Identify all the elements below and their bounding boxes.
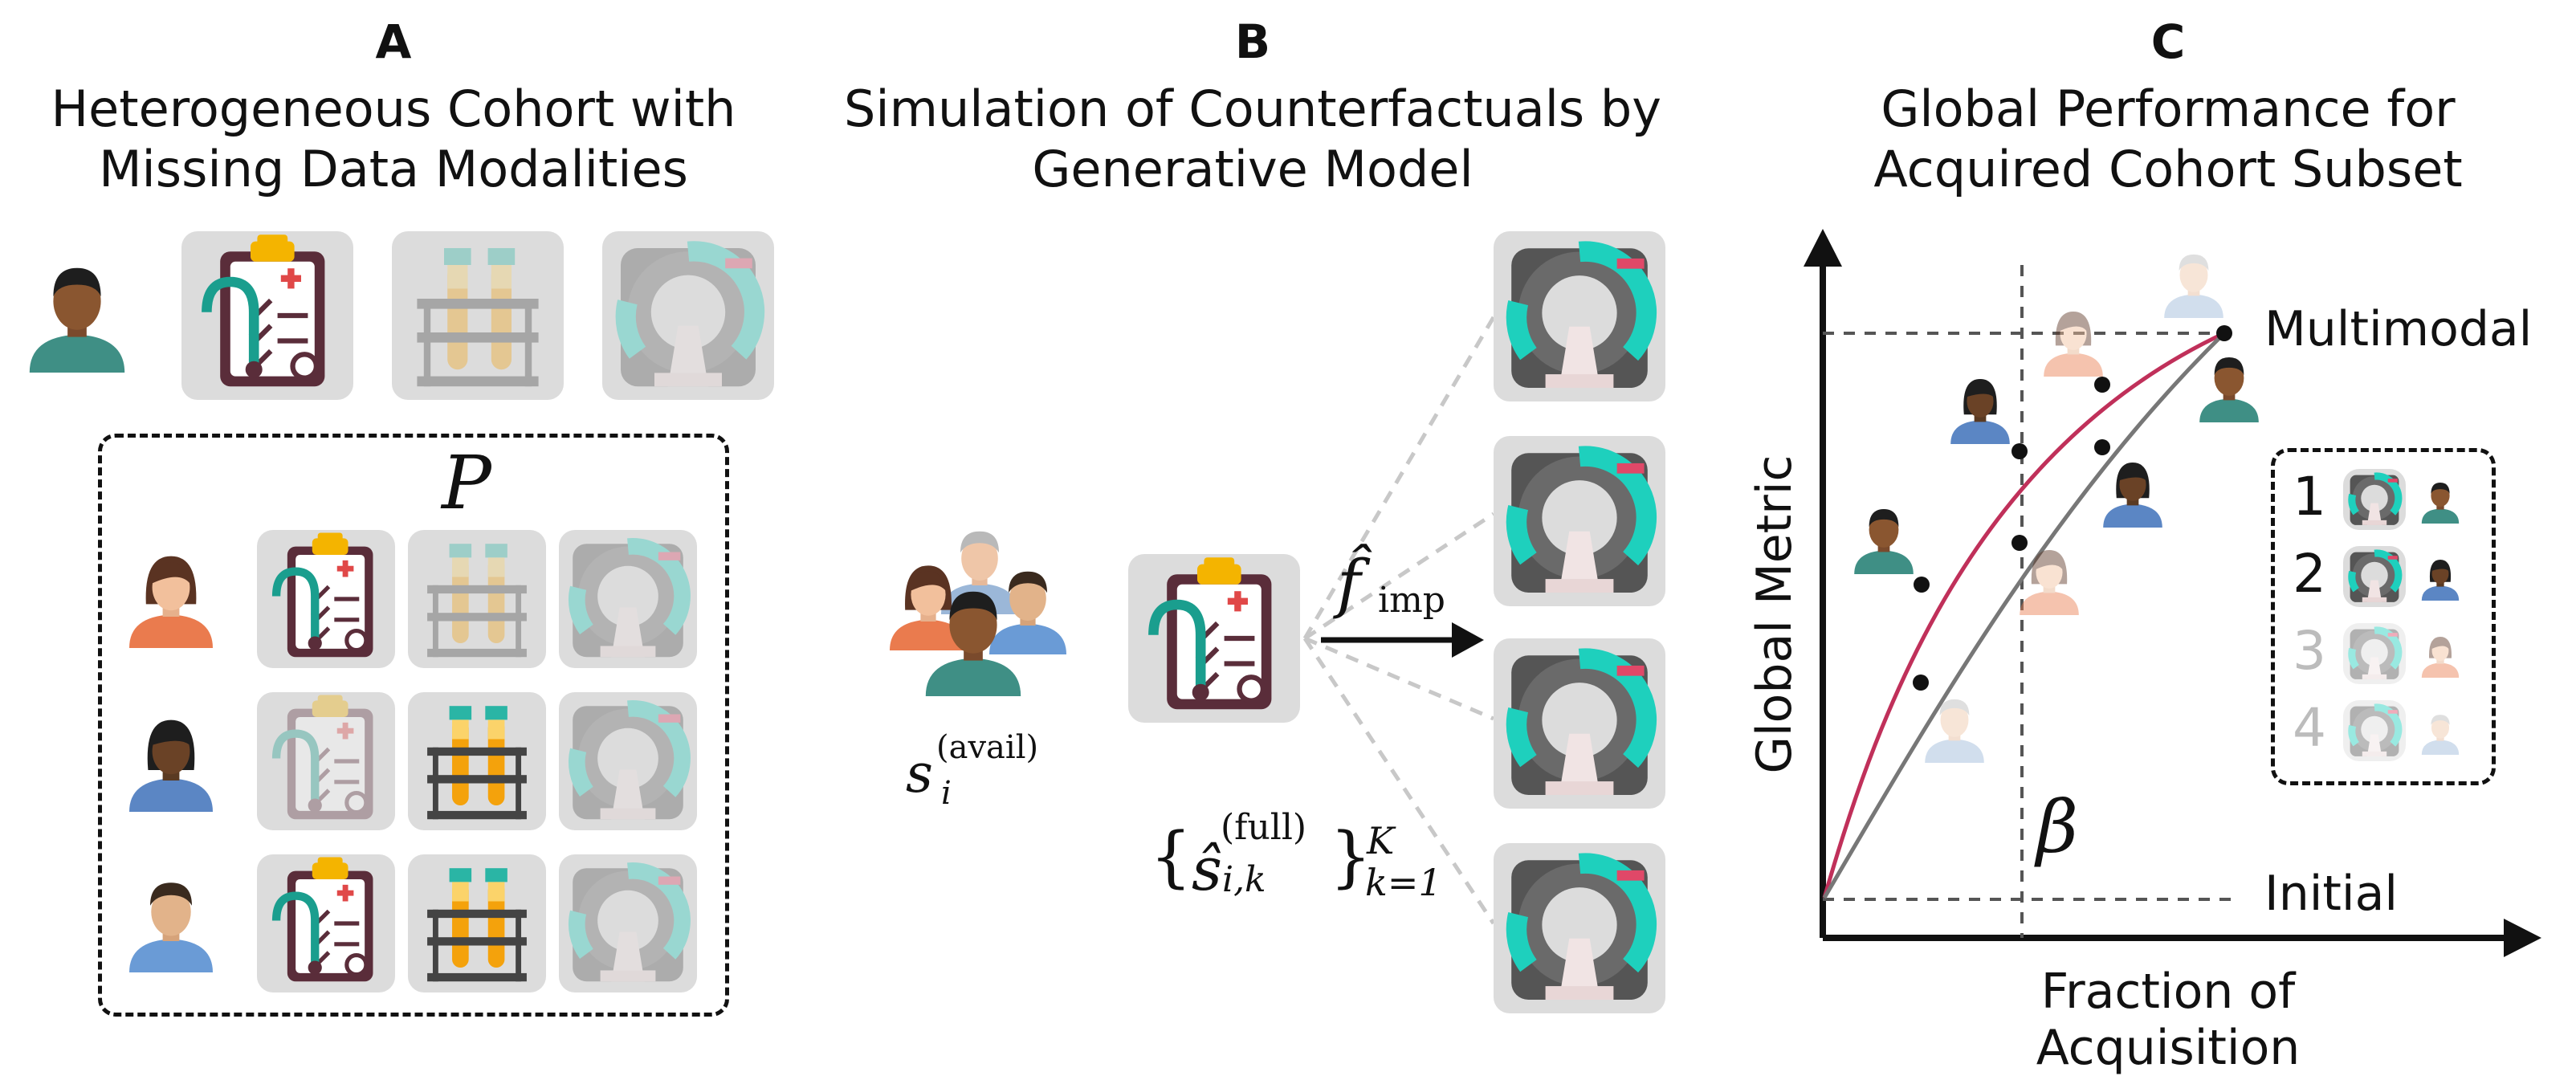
legend-rank-2: 2 xyxy=(2293,543,2326,605)
patient-avatar-icon xyxy=(2417,700,2464,763)
ranking-legend-box xyxy=(2271,448,2496,785)
curve-point xyxy=(2094,377,2110,393)
mri-scanner-icon xyxy=(602,231,774,400)
initial-label: Initial xyxy=(2264,866,2399,922)
patient-avatar-icon xyxy=(2036,297,2110,382)
test-tubes-icon xyxy=(392,231,564,400)
legend-rank-4: 4 xyxy=(2293,697,2326,759)
curve-point xyxy=(2011,535,2028,551)
patient-avatar-icon xyxy=(2192,341,2266,430)
imputation-fan-lines xyxy=(1302,316,1496,925)
patient-avatar-icon xyxy=(1918,683,1991,769)
s-avail-sup: (avail) xyxy=(936,729,1039,766)
mri-scanner-icon xyxy=(559,530,697,668)
mri-scanner-icon xyxy=(1494,436,1665,606)
patient-avatar-icon xyxy=(1847,490,1921,585)
patient-avatar-icon xyxy=(2012,535,2086,622)
mri-scanner-icon xyxy=(1494,638,1665,809)
matrix-label: P xyxy=(442,440,491,526)
curve-point xyxy=(1914,577,1930,593)
panel-c-title-line1: Global Performance for xyxy=(1881,79,2456,138)
test-tubes-icon xyxy=(408,692,546,830)
panel-b-letter: B xyxy=(1234,14,1271,69)
set-sub: i,k xyxy=(1222,859,1266,900)
patient-avatar-icon xyxy=(2157,238,2231,324)
f-imp-sub: imp xyxy=(1378,580,1445,621)
patient-avatar-icon xyxy=(2096,446,2170,536)
patient-avatar-icon xyxy=(1943,360,2017,454)
curve-point xyxy=(2094,439,2110,455)
f-imp-base: f̂ xyxy=(1337,546,1361,621)
clipboard-icon xyxy=(1128,554,1300,723)
mri-scanner-icon xyxy=(559,692,697,830)
curve-point xyxy=(1913,675,1929,691)
panel-a-title-line1: Heterogeneous Cohort with xyxy=(51,79,736,138)
legend-rank-1: 1 xyxy=(2293,466,2326,528)
mri-scanner-icon xyxy=(2343,469,2406,530)
performance-plot xyxy=(1804,229,2541,957)
s-avail-base: s xyxy=(906,743,933,805)
set-lower: k=1 xyxy=(1365,861,1442,904)
panel-a-letter: A xyxy=(375,14,412,69)
clipboard-icon xyxy=(257,530,395,668)
panel-a-title-line2: Missing Data Modalities xyxy=(99,140,688,198)
panel-b-title-line1: Simulation of Counterfactuals by xyxy=(844,79,1661,138)
optimal-curve xyxy=(1822,331,2226,899)
set-sup: (full) xyxy=(1221,807,1307,848)
panel-c-title-line2: Acquired Cohort Subset xyxy=(1873,140,2463,198)
patient-avatar-icon xyxy=(2417,546,2464,609)
beta-label: β xyxy=(2036,785,2079,870)
patient-avatar-icon xyxy=(2417,469,2464,532)
legend-rank-3: 3 xyxy=(2293,620,2326,682)
patient-avatar-icon xyxy=(2417,623,2464,686)
panel-c-letter: C xyxy=(2150,14,2186,69)
s-avail-sub: i xyxy=(941,775,952,812)
mri-scanner-icon xyxy=(2343,700,2406,761)
multimodal-label: Multimodal xyxy=(2264,301,2533,357)
test-tubes-icon xyxy=(408,530,546,668)
availability-matrix-box xyxy=(98,434,729,1017)
mri-scanner-icon xyxy=(1494,843,1665,1013)
set-close-brace: } xyxy=(1330,819,1372,895)
clipboard-icon xyxy=(257,692,395,830)
mri-scanner-icon xyxy=(2343,623,2406,684)
mri-scanner-icon xyxy=(559,854,697,992)
curve-point xyxy=(2216,325,2232,341)
clipboard-icon xyxy=(257,854,395,992)
clipboard-icon xyxy=(181,231,353,400)
set-upper: K xyxy=(1367,819,1395,862)
curve-point xyxy=(2011,443,2028,459)
random-curve xyxy=(1822,332,2226,899)
mri-scanner-icon xyxy=(1494,231,1665,401)
mri-scanner-icon xyxy=(2343,546,2406,607)
set-open-brace: { xyxy=(1150,819,1192,895)
set-base: ŝ xyxy=(1192,835,1222,904)
test-tubes-icon xyxy=(408,854,546,992)
x-axis-label: Fraction of Acquisition xyxy=(2036,964,2301,1076)
panel-b-title-line2: Generative Model xyxy=(1032,140,1473,198)
y-axis-label: Global Metric xyxy=(1747,454,1803,774)
